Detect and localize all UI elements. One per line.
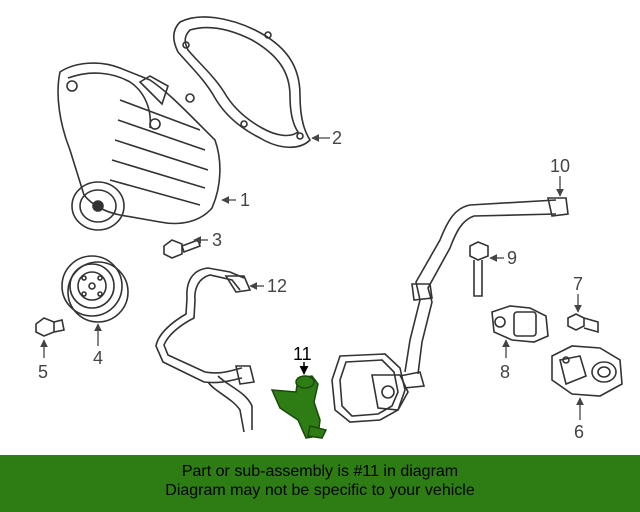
callout-11: 11 [293,344,312,364]
sensor-part-8 [491,305,549,343]
callout-8: 8 [500,362,510,382]
banner-line-part-info: Part or sub-assembly is #11 in diagram [181,463,459,480]
thermostat-housing-part-6 [551,345,623,397]
info-banner: Part or sub-assembly is #11 in diagram D… [0,455,640,512]
gasket-part-2 [172,16,312,149]
callout-4: 4 [93,348,103,368]
bolt-part-5 [35,317,65,337]
callout-2: 2 [332,128,342,148]
pulley-part-4 [61,255,129,323]
water-pump-part-1 [57,62,221,231]
bolt-part-3 [163,238,202,259]
callout-7: 7 [573,274,583,294]
parts-diagram: 1 2 3 4 5 6 7 8 9 10 11 12 [35,16,623,442]
hose-part-12 [155,267,255,433]
banner-line-disclaimer: Diagram may not be specific to your vehi… [165,482,475,499]
coolant-outlet-part-11 [270,375,328,439]
callout-1: 1 [240,190,250,210]
callout-6: 6 [574,422,584,442]
callout-9: 9 [507,248,517,268]
callout-3: 3 [212,230,222,250]
tube-part-10 [331,197,569,423]
callout-arrows [40,134,584,420]
callout-5: 5 [38,362,48,382]
stud-part-9 [469,241,489,297]
callout-12: 12 [267,276,287,296]
callout-10: 10 [550,156,570,176]
bolt-part-7 [567,313,599,334]
